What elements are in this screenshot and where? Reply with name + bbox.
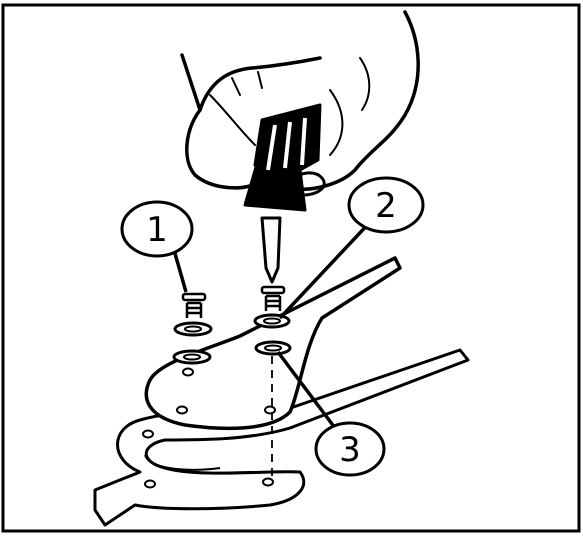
washer-left-top <box>175 323 211 335</box>
callout-1-label: 1 <box>146 210 168 250</box>
screw-right <box>262 287 284 311</box>
washer-right-top <box>255 315 289 327</box>
callout-2-label: 2 <box>375 186 397 226</box>
callout-3-label: 3 <box>339 430 361 470</box>
washer-right-bottom <box>256 342 290 354</box>
callout-1: 1 <box>122 202 192 292</box>
washer-left-bottom <box>174 351 210 363</box>
screw-left <box>183 294 205 318</box>
border <box>3 5 579 531</box>
